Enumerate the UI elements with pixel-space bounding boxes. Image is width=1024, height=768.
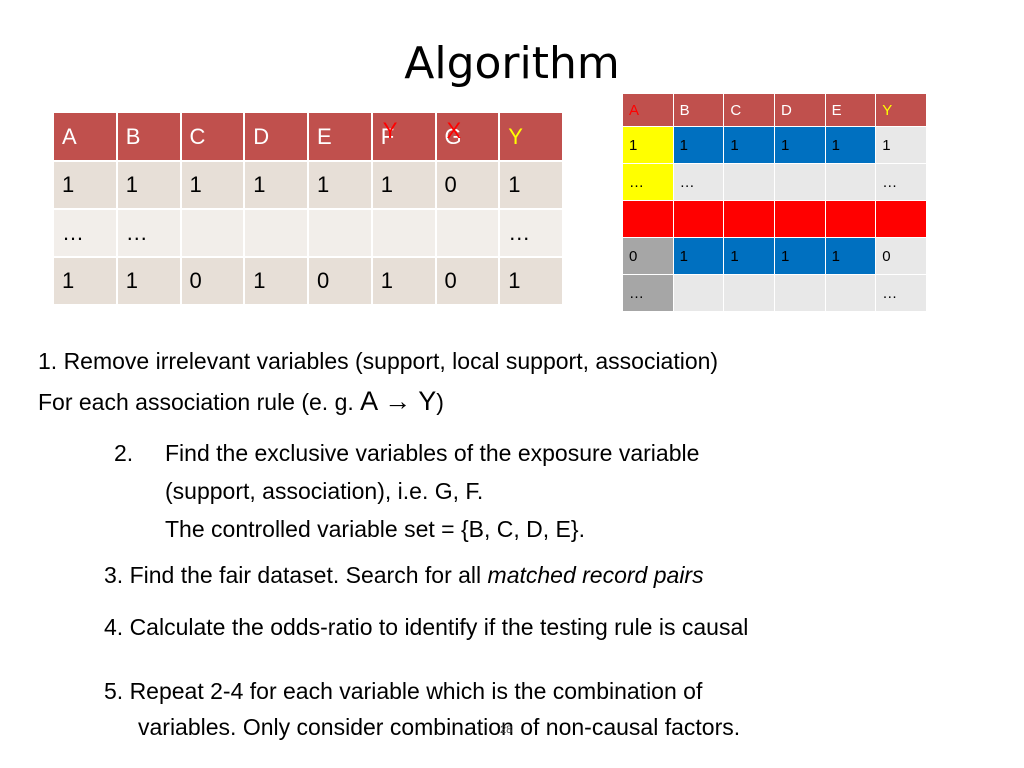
cell: 1 [115,160,182,210]
cell: 1 [773,126,826,164]
cell: 1 [498,160,564,210]
header-cell: D [773,93,826,127]
cell: 1 [307,160,373,210]
cell [307,208,373,258]
cell: 1 [179,160,246,210]
close-paren: ) [436,389,444,415]
for-each-rule: For each association rule (e. g. A → Y) [38,386,444,417]
cell [723,200,775,238]
cell [672,200,725,238]
cell [824,274,877,312]
cell [723,163,775,201]
cell: 1 [243,160,309,210]
cell: … [622,163,674,201]
cell: 1 [370,160,437,210]
cell: 1 [672,237,725,275]
cell: 1 [672,126,725,164]
header-cell: D [243,111,309,162]
for-each-text: For each association rule (e. g. [38,389,354,415]
header-cell: Y [498,111,564,162]
cell [243,208,309,258]
table-row: 1 1 1 1 1 1 [622,126,927,164]
cell: 0 [875,237,927,275]
overlay-x: X [446,117,462,143]
table-row: … … … [52,208,564,258]
cell: 0 [179,256,246,306]
cell: 1 [824,126,877,164]
cell: 1 [723,237,775,275]
cell: … [875,274,927,312]
cell: … [672,163,725,201]
cell [773,163,826,201]
header-cell: C [179,111,246,162]
header-cell: A [52,111,118,162]
cell: 1 [370,256,437,306]
cell [773,274,826,312]
page-number: 28 [500,724,513,736]
step-2-line-1: Find the exclusive variables of the expo… [165,440,700,466]
cell: 1 [498,256,564,306]
cell [179,208,246,258]
table-row-highlight [622,200,927,238]
cell: … [498,208,564,258]
cell: 1 [773,237,826,275]
header-cell: A [622,93,674,127]
overlay-y: Y [382,117,398,143]
table-header-row: A B C D E Y [622,93,927,127]
table-row: 0 1 1 1 1 0 [622,237,927,275]
rule-example: A → Y [360,386,437,416]
step-3-text: 3. Find the fair dataset. Search for all [104,562,488,588]
header-cell: E [824,93,877,127]
step-4: 4. Calculate the odds-ratio to identify … [104,614,749,640]
table-row: … … [622,274,927,312]
table-row: … … … [622,163,927,201]
cell [824,200,877,238]
cell: 0 [622,237,674,275]
step-3: 3. Find the fair dataset. Search for all… [104,560,704,590]
cell: … [622,274,674,312]
slide-title: Algorithm [404,38,620,89]
header-cell: E [307,111,373,162]
header-cell: Y [875,93,927,127]
step-1: 1. Remove irrelevant variables (support,… [38,348,719,374]
cell [824,163,877,201]
step-2-number: 2. [114,440,134,466]
cell: 1 [115,256,182,306]
cell [723,274,775,312]
cell: 0 [434,160,501,210]
cell: 1 [875,126,927,164]
cell: 0 [307,256,373,306]
cell: 0 [434,256,501,306]
cell [370,208,437,258]
cell [773,200,826,238]
cell: … [52,208,118,258]
table-row: 1 1 0 1 0 1 0 1 [52,256,564,306]
header-cell: B [115,111,182,162]
table-row: 1 1 1 1 1 1 0 1 [52,160,564,210]
cell: … [115,208,182,258]
cell: 1 [52,160,118,210]
data-table-right: A B C D E Y 1 1 1 1 1 1 … … … 0 1 1 1 1 … [622,93,927,312]
step-5-line-2: variables. Only consider combination of … [138,714,741,740]
cell [875,200,927,238]
cell: 1 [824,237,877,275]
cell: 1 [243,256,309,306]
cell: … [875,163,927,201]
step-2-line-3: The controlled variable set = {B, C, D, … [165,516,585,542]
cell [672,274,725,312]
cell: 1 [723,126,775,164]
cell: 1 [622,126,674,164]
step-5-line-1: 5. Repeat 2-4 for each variable which is… [104,678,703,704]
step-3-emphasis: matched record pairs [487,562,704,588]
header-cell: B [672,93,725,127]
step-2-line-2: (support, association), i.e. G, F. [165,478,484,504]
header-cell: C [723,93,775,127]
cell [434,208,501,258]
cell: 1 [52,256,118,306]
cell [622,200,674,238]
